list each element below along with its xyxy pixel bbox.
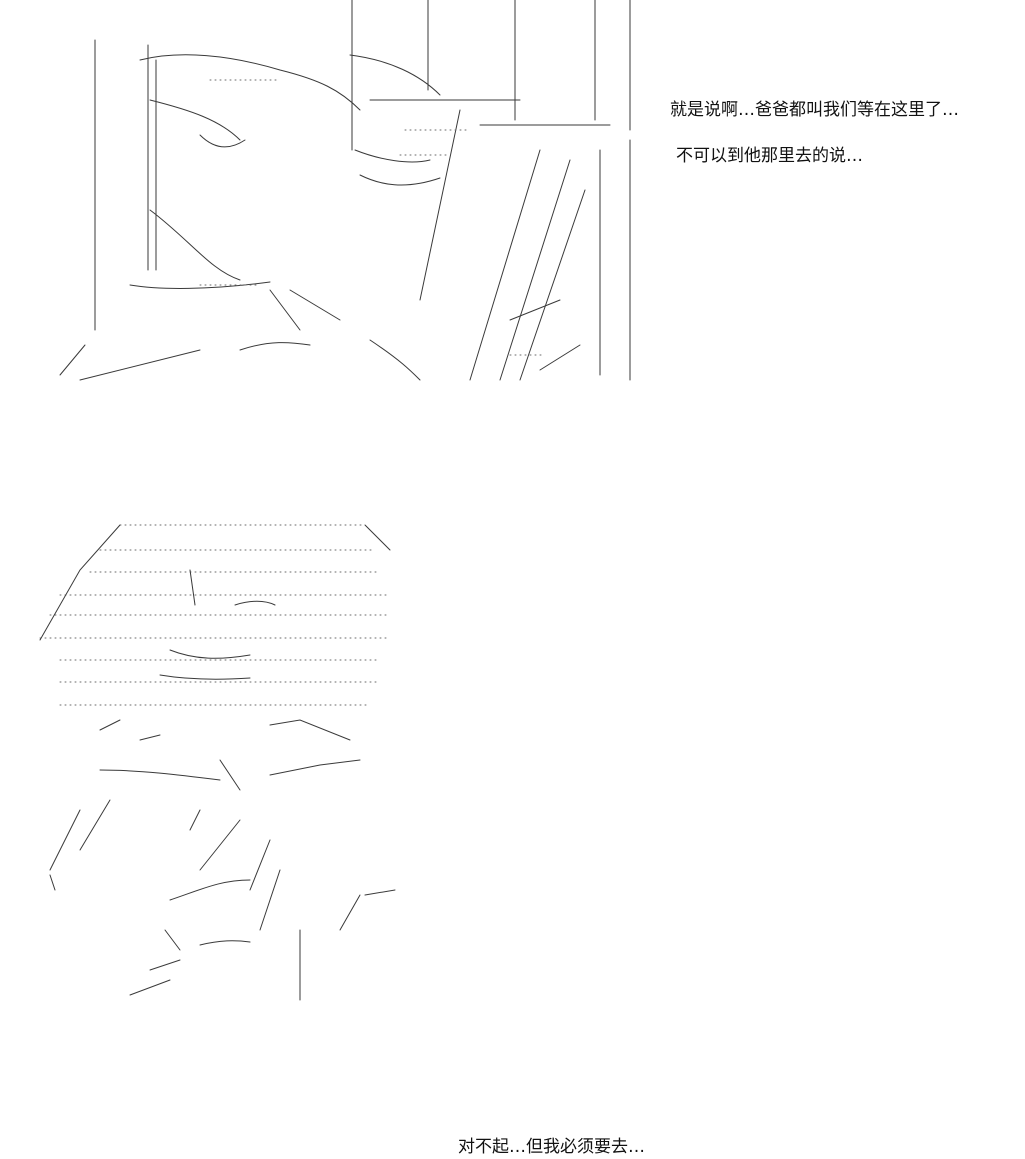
ascii-art-figure-top [40, 0, 660, 395]
ascii-art-figure-bottom [20, 510, 410, 1005]
comic-panel-top: 就是说啊…爸爸都叫我们等在这里了… 不可以到他那里去的说… [0, 0, 1025, 400]
speech-line-1: 就是说啊…爸爸都叫我们等在这里了… [670, 100, 959, 120]
speech-line-3: 对不起…但我必须要去… [458, 1137, 645, 1157]
line-art-bottom [39, 524, 396, 1001]
comic-panel-bottom: 对不起…但我必须要去… [0, 510, 1025, 1157]
speech-line-2: 不可以到他那里去的说… [676, 146, 863, 166]
line-art-top [59, 0, 631, 381]
